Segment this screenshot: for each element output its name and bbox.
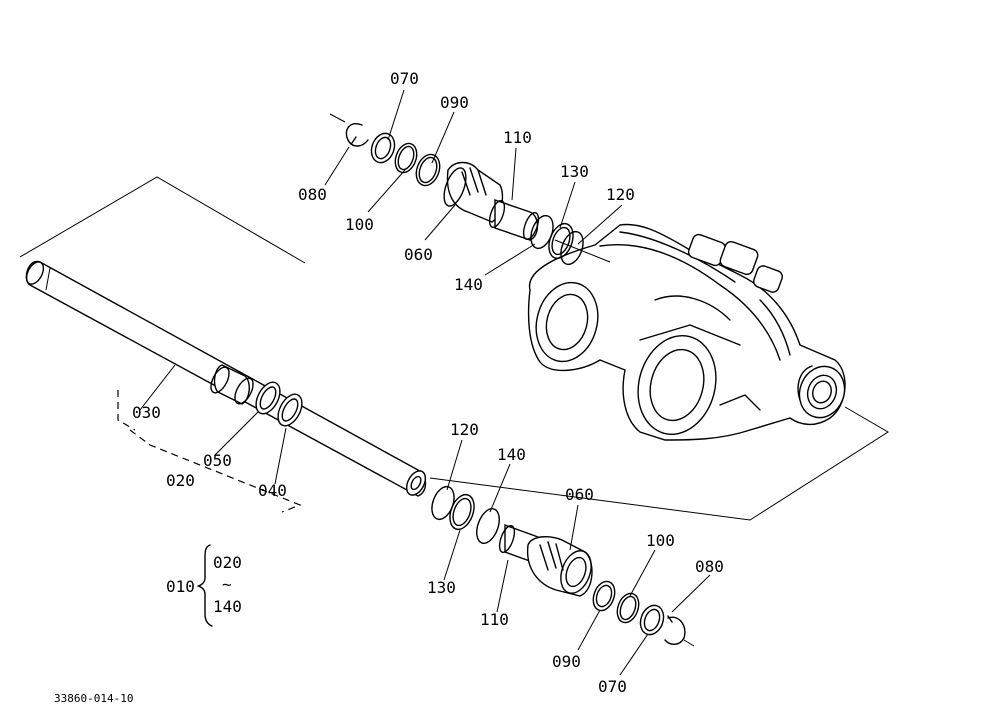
ring-040-b xyxy=(277,393,303,427)
assembly-range-separator: ~ xyxy=(222,575,232,594)
shaft-030 xyxy=(25,260,427,497)
ring-090-bottom xyxy=(592,580,616,612)
o-ring-100-top xyxy=(394,142,418,174)
callout-090-top: 090 xyxy=(440,93,469,112)
assembly-range-start: 020 xyxy=(213,553,242,572)
callout-110-bottom: 110 xyxy=(480,610,509,629)
assembly-range-end: 140 xyxy=(213,597,242,616)
callout-030: 030 xyxy=(132,403,161,422)
callout-140-bottom: 140 xyxy=(497,445,526,464)
callout-020: 020 xyxy=(166,471,195,490)
callout-110-top: 110 xyxy=(503,128,532,147)
assembly-number: 010 xyxy=(166,577,195,596)
callout-130-bottom: 130 xyxy=(427,578,456,597)
callout-040: 040 xyxy=(258,481,287,500)
callout-100-top: 100 xyxy=(345,215,374,234)
ring-130-top xyxy=(548,222,574,260)
ring-120-top xyxy=(560,230,584,266)
callout-070-bottom: 070 xyxy=(598,677,627,696)
drawing-number: 33860-014-10 xyxy=(54,692,133,705)
bottom-leader-lines xyxy=(443,439,711,676)
callout-050: 050 xyxy=(203,451,232,470)
o-ring-100-bottom xyxy=(616,592,640,624)
callout-140-top: 140 xyxy=(454,275,483,294)
top-leader-lines xyxy=(324,89,623,276)
circlip-080-top xyxy=(345,123,369,147)
bushing-060-top xyxy=(443,161,504,223)
bearing-050 xyxy=(210,364,254,405)
bushing-060-bottom xyxy=(526,536,593,597)
ring-040-a xyxy=(255,381,281,415)
bottom-parts-group xyxy=(431,485,695,647)
ring-130-bottom xyxy=(449,493,475,531)
sleeve-110-top xyxy=(488,199,540,241)
housing-casting xyxy=(527,223,846,441)
callout-120-top: 120 xyxy=(606,185,635,204)
callout-130-top: 130 xyxy=(560,162,589,181)
callout-080-bottom: 080 xyxy=(695,557,724,576)
shaft-leader-lines xyxy=(117,364,302,513)
callout-060-top: 060 xyxy=(404,245,433,264)
seal-ring-070-top xyxy=(370,132,396,164)
seal-ring-070-bottom xyxy=(639,604,665,636)
callout-070-top: 070 xyxy=(390,69,419,88)
callout-060-bottom: 060 xyxy=(565,485,594,504)
o-ring-140-bottom xyxy=(476,508,500,544)
assembly-key-bracket xyxy=(197,544,213,627)
top-parts-group xyxy=(329,113,611,266)
callout-100-bottom: 100 xyxy=(646,531,675,550)
mounting-plane-outline-lower xyxy=(429,406,889,521)
ring-090-top xyxy=(415,153,441,187)
callout-090-bottom: 090 xyxy=(552,652,581,671)
callout-120-bottom: 120 xyxy=(450,420,479,439)
callout-080-top: 080 xyxy=(298,185,327,204)
mounting-plane-outline xyxy=(19,176,306,264)
circlip-080-bottom xyxy=(664,615,686,645)
